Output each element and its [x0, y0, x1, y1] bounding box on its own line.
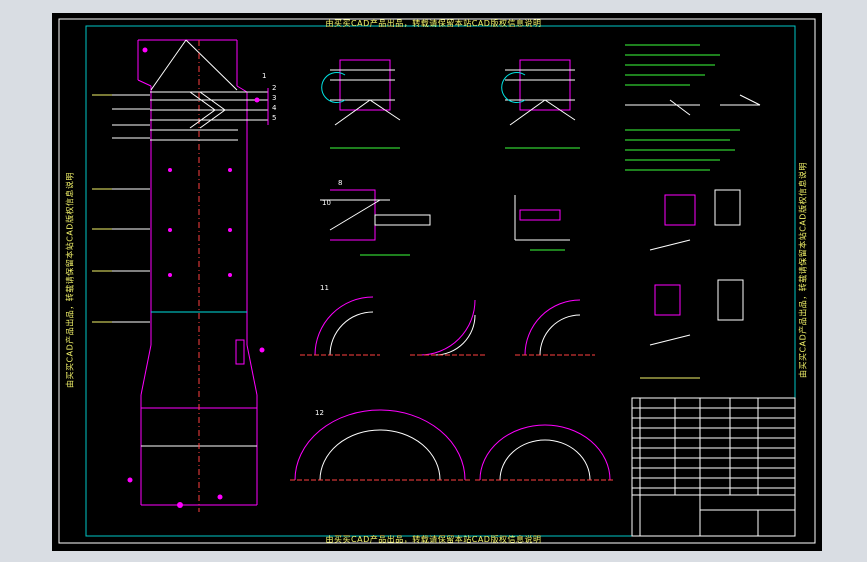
tower-markers — [127, 47, 265, 508]
watermark-right: 由买买CAD产品出品，转载请保留本站CAD版权信息说明 — [798, 162, 808, 378]
watermark-left: 由买买CAD产品出品，转载请保留本站CAD版权信息说明 — [65, 172, 75, 388]
tower-elevation — [137, 39, 258, 512]
label-10: 10 — [322, 199, 331, 207]
label-11: 11 — [320, 284, 329, 292]
label-12: 12 — [315, 409, 324, 417]
detail-labels: 10 11 12 8 — [315, 179, 342, 417]
watermark-bottom: 由买买CAD产品出品，转载请保留本站CAD版权信息说明 — [325, 535, 542, 544]
callout-1: 1 — [262, 72, 266, 80]
callout-2: 2 — [272, 84, 276, 92]
detail-view-c — [320, 189, 431, 256]
label-8: 8 — [338, 179, 342, 187]
callout-3: 3 — [272, 94, 276, 102]
outer-frame — [58, 18, 816, 544]
watermark-top: 由买买CAD产品出品，转载请保留本站CAD版权信息说明 — [325, 19, 542, 28]
notes-block — [625, 44, 740, 379]
callout-5: 5 — [272, 114, 276, 122]
inner-frame — [85, 25, 796, 537]
detail-view-d — [514, 195, 570, 251]
tower-flue-inlet — [150, 88, 269, 141]
detail-view-a — [321, 59, 401, 149]
tower-platforms — [92, 94, 150, 323]
detail-view-b — [501, 59, 580, 149]
arc-plan-views — [290, 296, 615, 481]
title-block — [631, 397, 796, 537]
callout-4: 4 — [272, 104, 277, 112]
right-details — [625, 94, 761, 346]
tower-callouts: 1 2 3 4 5 — [262, 72, 277, 122]
drawing-paper — [52, 13, 822, 551]
